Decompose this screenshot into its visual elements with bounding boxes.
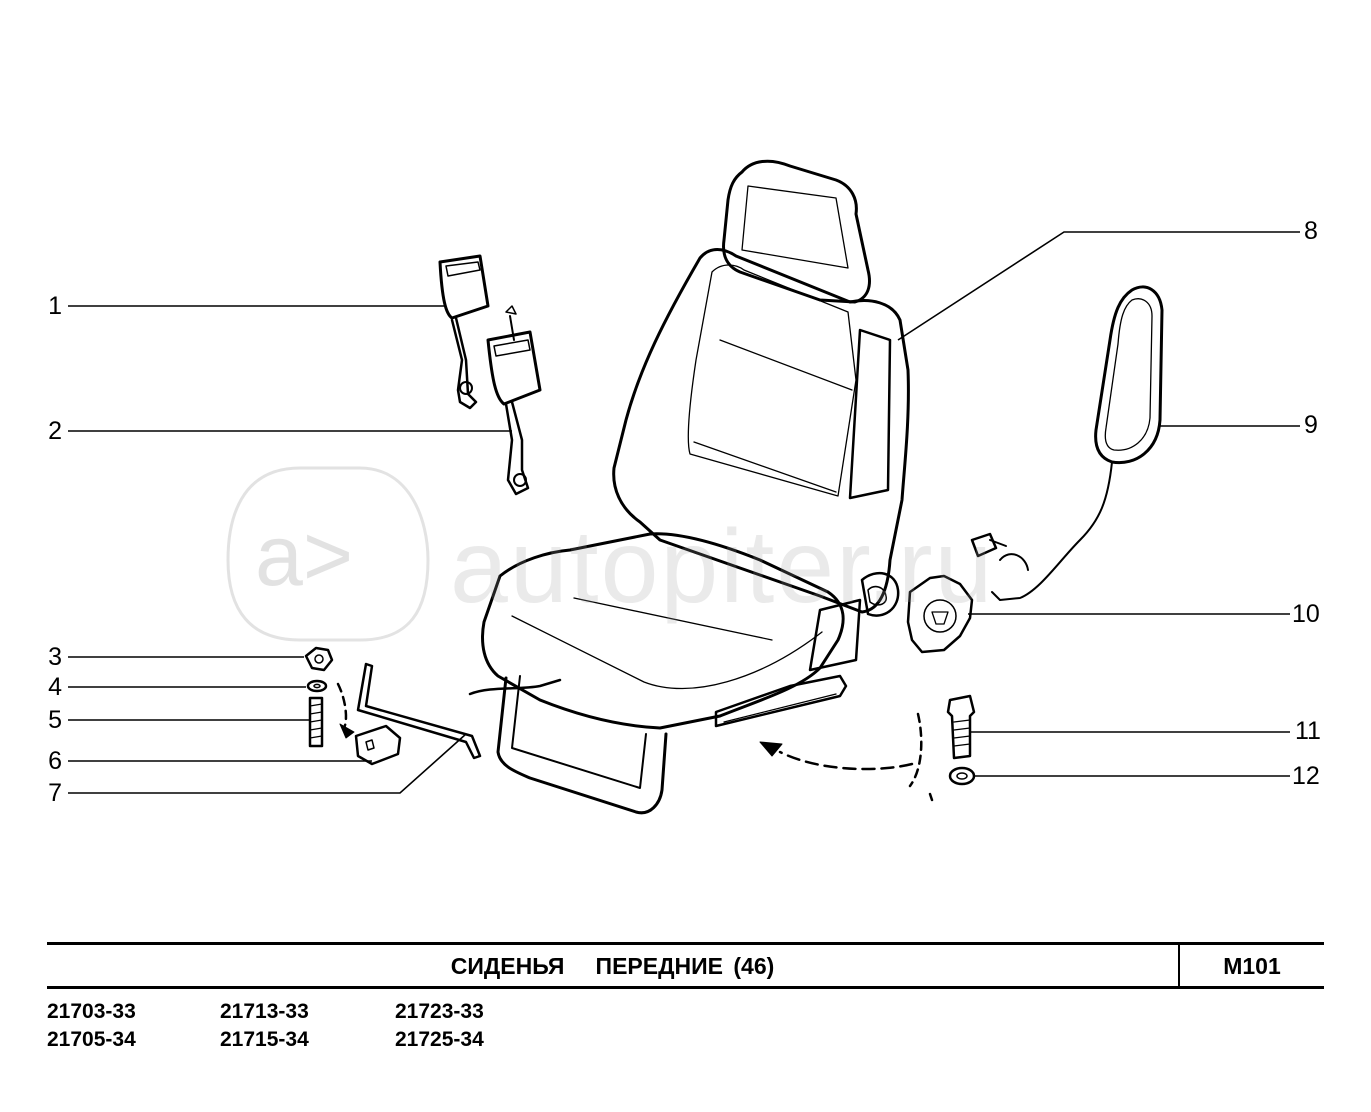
title-divider [1178,942,1180,989]
washer-4 [306,679,328,693]
callout-2: 2 [48,417,62,445]
model-code: 21723-33 [395,1000,484,1023]
bracket-6 [354,724,402,766]
page-code: M101 [1223,953,1281,979]
callout-11: 11 [1295,717,1321,745]
seatbelt-buckles [438,254,542,496]
seat-rail [714,674,848,728]
model-code: 21715-34 [220,1028,309,1051]
seat-cushion [481,532,845,730]
model-code: 21703-33 [47,1000,136,1023]
nut-3 [304,646,334,672]
model-code: 21705-34 [47,1028,136,1051]
page-title: СИДЕНЬЯ ПЕРЕДНИЕ (46) [450,953,775,979]
model-code: 21713-33 [220,1000,309,1023]
leader-7 [68,733,467,794]
leader-8 [897,231,1300,341]
callout-7: 7 [48,779,62,807]
recliner-mechanism [860,571,900,617]
callout-9: 9 [1304,411,1318,439]
headrest [722,159,871,304]
airbag-wire [991,461,1113,601]
leader-lines [68,231,1300,794]
side-parts-right [759,285,1164,802]
title-block [47,942,1324,989]
watermark-logo: a> [226,466,430,642]
callout-3: 3 [48,643,62,671]
svg-text:a>: a> [255,508,353,604]
airbag-connector [970,532,998,558]
buckle-1 [438,254,490,320]
callout-1: 1 [48,292,62,320]
watermark-text: autopiter.ru [450,509,995,625]
callout-10: 10 [1292,600,1320,628]
model-code: 21725-34 [395,1028,484,1051]
recliner-knob [906,574,974,654]
bolt-11 [946,694,976,760]
seat-assembly [468,159,910,815]
mounting-hardware-left [304,646,482,766]
washer-12 [948,766,976,786]
callout-4: 4 [48,673,62,701]
buckle-2 [486,330,542,406]
seat-frame [496,676,668,815]
rod-7 [356,662,482,760]
callout-5: 5 [48,706,62,734]
callout-12: 12 [1292,762,1320,790]
callout-8: 8 [1304,217,1318,245]
callout-6: 6 [48,747,62,775]
